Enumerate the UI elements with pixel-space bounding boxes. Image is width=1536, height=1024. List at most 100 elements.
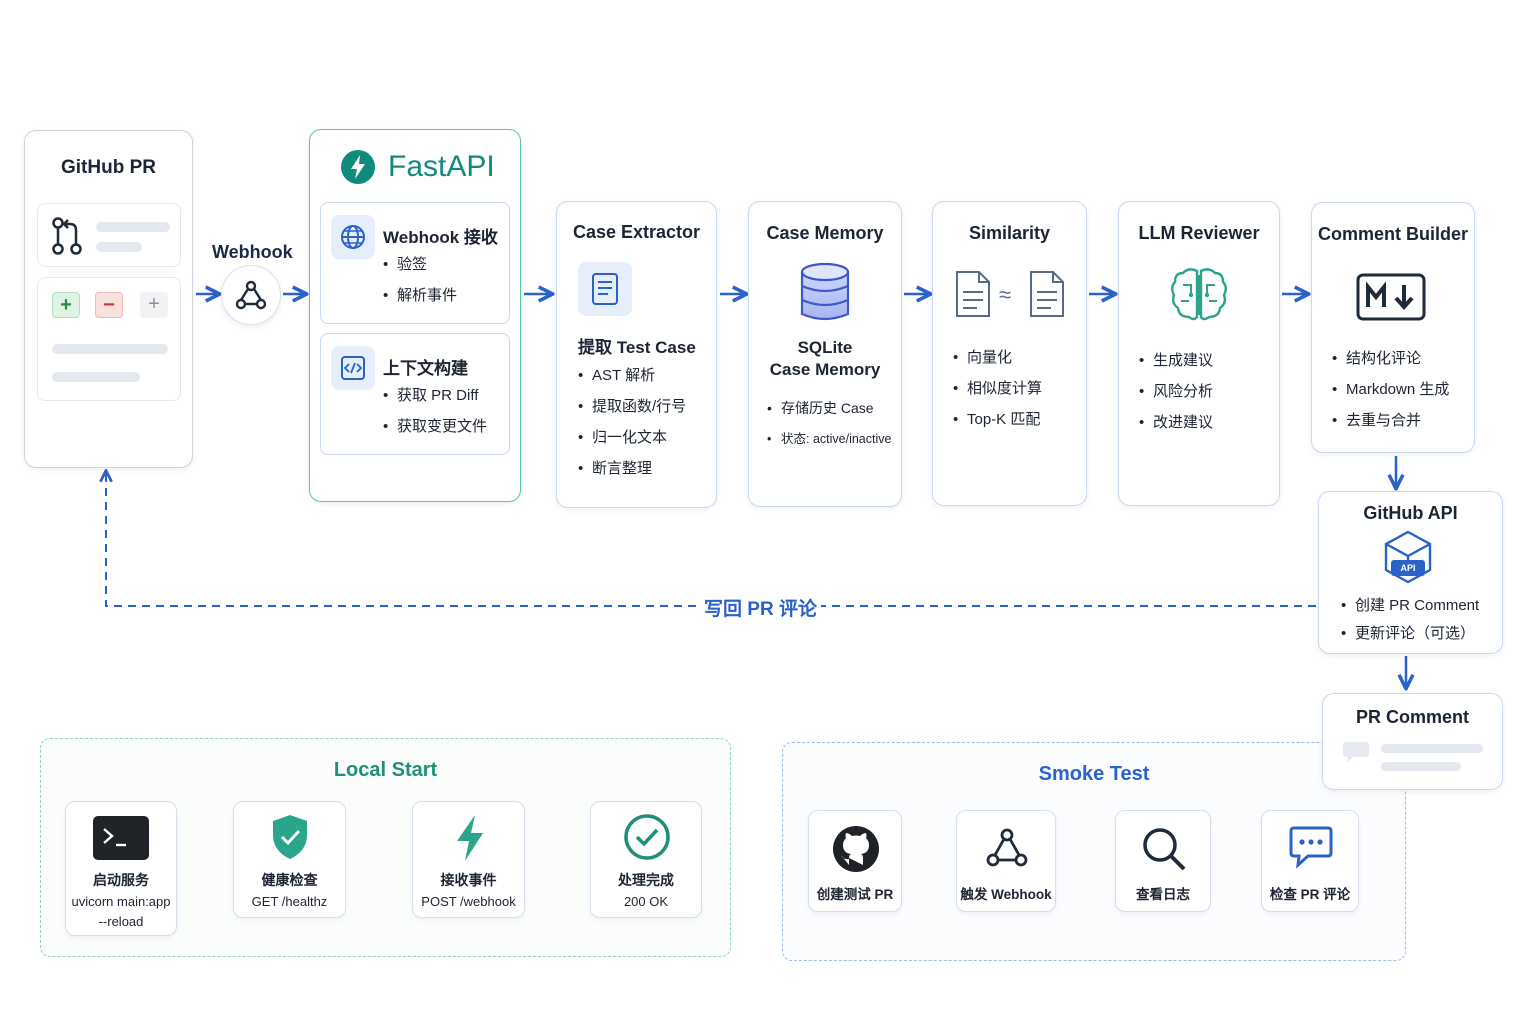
step-label: 触发 Webhook: [960, 887, 1052, 902]
webhook-icon: [235, 280, 267, 310]
step-sub: --reload: [98, 914, 144, 929]
pr-diff-panel: + − +: [37, 277, 181, 401]
llm-reviewer-list: 生成建议 风险分析 改进建议: [1139, 351, 1213, 444]
diff-removed-badge: −: [95, 292, 123, 318]
diff-added-badge: +: [52, 292, 80, 318]
context-build-title: 上下文构建: [383, 359, 468, 378]
step-label: 检查 PR 评论: [1269, 887, 1351, 902]
comment-builder-title: Comment Builder: [1317, 224, 1468, 244]
similarity-list: 向量化 相似度计算 Top-K 匹配: [953, 348, 1042, 441]
list-item: AST 解析: [578, 366, 686, 397]
step-label: 查看日志: [1136, 887, 1190, 902]
list-item: 去重与合并: [1332, 411, 1449, 442]
approx-symbol: ≈: [999, 282, 1012, 307]
github-api-title: GitHub API: [1363, 503, 1458, 523]
brain-icon: [1171, 268, 1227, 321]
step-sub: uvicorn main:app: [71, 894, 171, 909]
search-icon: [1143, 828, 1186, 871]
case-memory-list: 存储历史 Case 状态: active/inactive: [767, 398, 891, 460]
document-icon: [1030, 271, 1064, 317]
list-item: 存储历史 Case: [767, 398, 891, 429]
step-label: 处理完成: [618, 872, 674, 888]
case-memory-title: Case Memory: [766, 223, 884, 243]
llm-reviewer-title: LLM Reviewer: [1138, 223, 1260, 243]
pr-comment-title: PR Comment: [1355, 707, 1469, 727]
list-item: 提取函数/行号: [578, 397, 686, 428]
github-api-card: GitHub API API 创建 PR Comment 更新评论（可选）: [1318, 491, 1503, 654]
similarity-title: Similarity: [968, 223, 1051, 243]
writeback-label: 写回 PR 评论: [700, 594, 821, 621]
fastapi-title: FastAPI: [388, 150, 495, 183]
step-label: 创建测试 PR: [816, 887, 894, 902]
diff-neutral-badge: +: [140, 292, 168, 318]
list-item: 状态: active/inactive: [767, 429, 891, 460]
database-icon: [800, 262, 850, 321]
list-item: 获取 PR Diff: [383, 386, 487, 417]
terminal-icon: [93, 816, 149, 860]
context-build-list: 获取 PR Diff 获取变更文件: [383, 386, 487, 448]
step-sub: POST /webhook: [421, 894, 516, 909]
webhook-icon: [986, 828, 1028, 867]
step-receive-event: 接收事件 POST /webhook: [412, 801, 525, 918]
case-extractor-list: AST 解析 提取函数/行号 归一化文本 断言整理: [578, 366, 686, 490]
list-item: 归一化文本: [578, 428, 686, 459]
step-process-done: 处理完成 200 OK: [590, 801, 702, 918]
github-icon: [833, 826, 879, 872]
step-label: 健康检查: [261, 872, 318, 888]
markdown-icon: [1356, 273, 1426, 321]
list-item: 解析事件: [383, 286, 457, 317]
db-line2: Case Memory: [769, 360, 881, 379]
list-item: 生成建议: [1139, 351, 1213, 382]
llm-reviewer-card: LLM Reviewer 生成建议 风险分析 改进建议: [1118, 201, 1280, 506]
step-label: 接收事件: [440, 872, 497, 888]
case-extractor-title: Case Extractor: [572, 222, 701, 242]
pr-summary-panel: [37, 203, 181, 267]
step-health-check: 健康检查 GET /healthz: [233, 801, 346, 918]
case-extractor-card: Case Extractor 提取 Test Case AST 解析 提取函数/…: [556, 201, 717, 508]
list-item: 获取变更文件: [383, 417, 487, 448]
code-icon: [341, 356, 365, 380]
bolt-icon: [457, 815, 483, 861]
document-icon: [956, 271, 990, 317]
comment-builder-list: 结构化评论 Markdown 生成 去重与合并: [1332, 349, 1449, 442]
shield-check-icon: [273, 815, 307, 859]
webhook-receive-title: Webhook 接收: [383, 228, 498, 247]
case-extractor-subtitle: 提取 Test Case: [578, 338, 696, 357]
list-item: 创建 PR Comment: [1341, 596, 1479, 624]
github-pr-card: GitHub PR + − +: [24, 130, 193, 468]
fastapi-card: FastAPI Webhook 接收 验签 解析事件 上下文构建 获取 P: [309, 129, 521, 502]
list-item: 改进建议: [1139, 413, 1213, 444]
webhook-node: [221, 265, 281, 325]
step-sub: 200 OK: [623, 894, 669, 909]
step-label: 启动服务: [93, 872, 149, 888]
document-icon: [592, 273, 618, 305]
comment-builder-card: Comment Builder 结构化评论 Markdown 生成 去重与合并: [1311, 202, 1475, 453]
writeback-dashed-line: [106, 472, 1316, 607]
step-sub: GET /healthz: [251, 894, 328, 909]
list-item: 断言整理: [578, 459, 686, 490]
chat-icon: [1343, 742, 1369, 763]
github-api-list: 创建 PR Comment 更新评论（可选）: [1341, 596, 1479, 655]
list-item: 更新评论（可选）: [1341, 624, 1479, 655]
github-pr-title: GitHub PR: [61, 157, 156, 178]
list-item: 风险分析: [1139, 382, 1213, 413]
pull-request-icon: [52, 217, 82, 255]
lightning-icon: [341, 150, 375, 184]
list-item: 验签: [383, 255, 457, 286]
similarity-card: Similarity ≈ 向量化 相似度计算 Top-K 匹配: [932, 201, 1087, 506]
case-memory-card: Case Memory SQLite Case Memory 存储历史 Case…: [748, 201, 902, 507]
api-badge-text: API: [1400, 563, 1416, 573]
comment-icon: [1289, 826, 1333, 869]
local-start-title: Local Start: [333, 759, 438, 781]
api-cube-icon: [1384, 530, 1432, 584]
list-item: Markdown 生成: [1332, 380, 1449, 411]
list-item: 相似度计算: [953, 379, 1042, 410]
webhook-label: Webhook: [212, 242, 293, 262]
db-line1: SQLite: [797, 338, 853, 357]
webhook-receive-section: Webhook 接收 验签 解析事件: [320, 202, 510, 324]
list-item: 结构化评论: [1332, 349, 1449, 380]
globe-icon: [341, 225, 365, 249]
list-item: Top-K 匹配: [953, 410, 1042, 441]
smoke-test-title: Smoke Test: [1038, 763, 1150, 785]
check-circle-icon: [624, 814, 670, 860]
